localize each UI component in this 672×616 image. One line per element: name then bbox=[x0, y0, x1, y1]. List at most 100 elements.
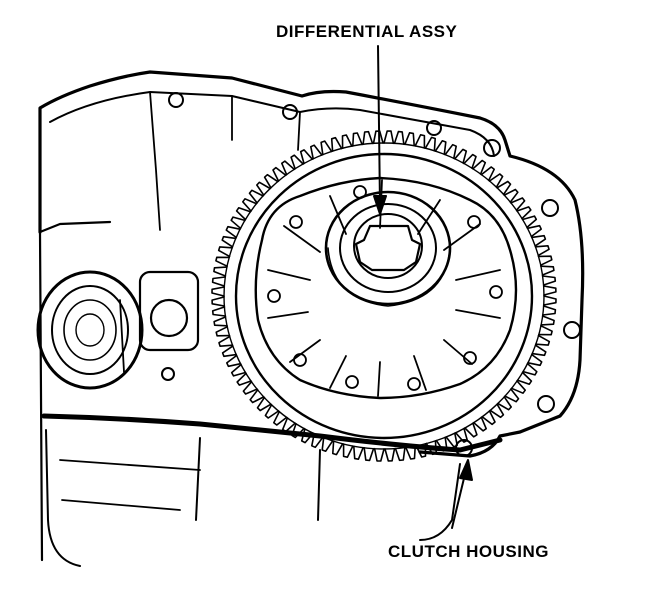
gear-tooth bbox=[300, 428, 314, 444]
gear-tooth bbox=[404, 132, 415, 147]
gear-tooth bbox=[218, 335, 234, 347]
gear-tooth bbox=[213, 316, 228, 327]
gear-tooth bbox=[464, 422, 478, 438]
gear-tooth bbox=[434, 140, 447, 156]
gear-tooth bbox=[516, 371, 533, 385]
differential-carrier-outline bbox=[254, 176, 518, 400]
housing-leader-line bbox=[451, 469, 467, 529]
gear-tooth bbox=[444, 143, 457, 160]
gear-tooth bbox=[281, 417, 296, 433]
carrier-bolts bbox=[267, 185, 503, 391]
gear-tooth bbox=[221, 235, 237, 248]
gear-tooth bbox=[263, 173, 279, 189]
gear-tooth bbox=[473, 416, 487, 432]
gear-tooth bbox=[362, 130, 374, 146]
gear-tooth bbox=[249, 389, 265, 404]
gear-tooth bbox=[211, 276, 226, 287]
gear-tooth bbox=[488, 173, 504, 188]
gear-tooth bbox=[531, 344, 547, 357]
gear-tooth bbox=[510, 380, 526, 394]
label-clutch-housing: CLUTCH HOUSING bbox=[388, 542, 549, 561]
gear-tooth bbox=[290, 154, 304, 170]
ring-gear-root-circle bbox=[223, 142, 545, 450]
differential-carrier-ribs bbox=[267, 179, 501, 397]
gear-tooth bbox=[256, 396, 272, 412]
gear-tooth bbox=[211, 306, 227, 317]
gear-tooth bbox=[531, 234, 547, 247]
gear-tooth bbox=[497, 396, 512, 411]
ring-gear-teeth bbox=[211, 130, 557, 462]
gear-tooth bbox=[538, 325, 553, 336]
gear-tooth bbox=[311, 432, 324, 449]
gear-tooth bbox=[384, 447, 396, 462]
gear-tooth bbox=[472, 159, 487, 175]
gear-tooth bbox=[463, 153, 477, 169]
gear-tooth bbox=[235, 207, 252, 221]
case-top-lip bbox=[49, 91, 495, 157]
gear-tooth bbox=[541, 275, 557, 286]
gear-tooth bbox=[489, 403, 505, 419]
gear-tooth bbox=[211, 286, 226, 297]
gear-tooth bbox=[435, 436, 448, 452]
gear-tooth bbox=[542, 305, 557, 316]
flange-bolt-holes bbox=[161, 92, 581, 457]
gear-tooth bbox=[230, 363, 247, 377]
gear-tooth bbox=[215, 326, 231, 337]
gear-tooth bbox=[242, 198, 258, 212]
gear-tooth bbox=[363, 447, 375, 462]
gear-tooth bbox=[540, 315, 555, 326]
gear-tooth bbox=[320, 140, 333, 156]
gear-tooth bbox=[535, 334, 551, 346]
gear-tooth bbox=[217, 246, 233, 258]
case-rib-lines bbox=[59, 91, 301, 511]
gear-tooth bbox=[503, 188, 519, 203]
gear-tooth bbox=[526, 224, 542, 238]
gear-tooth bbox=[504, 388, 520, 403]
gear-tooth bbox=[415, 443, 427, 458]
differential-leader-arrow bbox=[373, 195, 387, 215]
gear-tooth bbox=[330, 136, 343, 152]
case-outer-outline bbox=[38, 70, 585, 458]
gear-tooth bbox=[225, 225, 241, 239]
gear-tooth bbox=[342, 443, 354, 458]
gear-tooth bbox=[414, 134, 426, 149]
housing-flange-edge bbox=[41, 413, 503, 453]
gear-tooth bbox=[353, 445, 364, 460]
gear-tooth bbox=[537, 255, 553, 266]
gear-tooth bbox=[352, 132, 363, 147]
gear-tooth bbox=[310, 144, 323, 160]
gear-tooth bbox=[215, 256, 230, 267]
gear-tooth bbox=[405, 445, 416, 460]
gear-tooth bbox=[516, 206, 532, 220]
gear-tooth bbox=[445, 432, 458, 448]
differential-leader-line bbox=[377, 45, 381, 207]
gear-tooth bbox=[281, 160, 295, 176]
label-differential-assy: DIFFERENTIAL ASSY bbox=[276, 22, 458, 41]
gear-tooth bbox=[534, 245, 550, 257]
gear-tooth bbox=[264, 404, 280, 419]
gear-tooth bbox=[341, 134, 353, 149]
case-left-wall bbox=[38, 220, 112, 562]
ring-gear-inner-rim bbox=[234, 152, 534, 440]
gear-tooth bbox=[272, 166, 287, 182]
gear-tooth bbox=[542, 285, 557, 296]
side-bearing-hub bbox=[324, 190, 452, 307]
gear-tooth bbox=[332, 440, 344, 456]
gear-tooth bbox=[383, 130, 395, 145]
gear-tooth bbox=[454, 148, 468, 164]
gear-tooth bbox=[236, 372, 252, 386]
housing-leader-arrow bbox=[459, 459, 473, 481]
gear-tooth bbox=[522, 362, 538, 376]
gear-tooth bbox=[213, 266, 228, 277]
gear-tooth bbox=[481, 410, 496, 426]
axle-seal bbox=[36, 270, 144, 390]
gear-tooth bbox=[424, 136, 436, 152]
gear-tooth bbox=[510, 197, 526, 211]
gear-tooth bbox=[230, 216, 246, 230]
gear-tooth bbox=[373, 447, 385, 462]
gear-tooth bbox=[480, 166, 495, 182]
gear-tooth bbox=[521, 215, 538, 229]
gear-tooth bbox=[425, 440, 438, 456]
gear-tooth bbox=[496, 180, 512, 196]
